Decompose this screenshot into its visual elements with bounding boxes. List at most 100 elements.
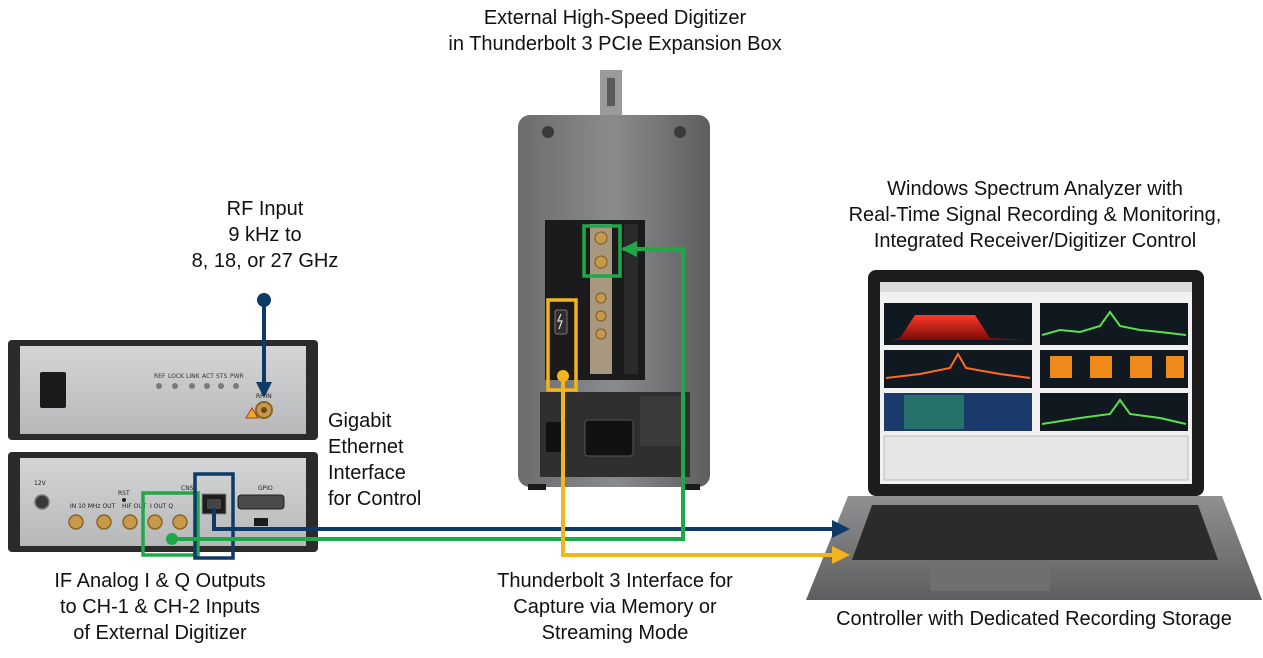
power-rocker [546,422,562,452]
pulse-2 [1090,356,1112,378]
gpio-label: GPIO [258,485,273,492]
case-screw-left [542,126,554,138]
spectrum-trace-3 [885,351,1031,379]
laptop [806,270,1262,600]
gpio-connector [237,494,285,510]
thunderbolt-icon [557,313,563,330]
led-label-lock: LOCK [168,373,185,380]
laptop-touchpad [930,565,1050,591]
ref-in-connector [68,514,84,530]
arrow-down-icon [256,382,272,398]
status-leds: REF LOCK LINK ACT STS PWR [154,373,244,389]
digitizer-ch2-connector [594,255,608,269]
ethernet-caption: Gigabit Ethernet Interface for Control [328,408,448,512]
iq-signal-line [166,241,685,545]
digitizer-trigger-connector [595,292,607,304]
arrow-right-icon [832,520,850,538]
led-sts [218,383,224,389]
ethernet-port-socket [207,499,221,509]
rf-input-caption-line-3: 8, 18, or 27 GHz [191,250,339,272]
led-lock [172,383,178,389]
ethernet-caption-line-2: Ethernet [328,436,404,458]
analyzer-caption: Windows Spectrum Analyzer with Real-Time… [815,176,1255,254]
ac-inlet [584,419,634,457]
led-pwr [233,383,239,389]
led-label-act: ACT [202,373,214,380]
receiver-front-unit: REF LOCK LINK ACT STS PWR RF IN [8,340,318,440]
rf-input-caption-line-2: 9 kHz to [228,224,302,246]
pcie-vent [624,224,638,374]
i-out-connector [147,514,163,530]
expansion-box-handle-slot [607,78,615,106]
iq-output-highlight [141,491,200,557]
arrow-right-icon [832,546,850,564]
pulse-3 [1130,356,1152,378]
q-out-connector [172,514,188,530]
foot-left [528,484,546,490]
thunderbolt-caption-line-3: Streaming Mode [541,622,689,644]
ethernet-caption-line-1: Gigabit [328,410,392,432]
digitizer-input-highlight [582,224,622,278]
power-jack [34,494,50,510]
psu-fan-vent [640,396,686,446]
controller-caption: Controller with Dedicated Recording Stor… [806,606,1262,632]
ref-out-connector [96,514,112,530]
if-outputs-caption-line-1: IF Analog I & Q Outputs [54,570,266,592]
analyzer-caption-line-1: Windows Spectrum Analyzer with [887,178,1183,200]
spectrum-plot-3 [884,350,1032,388]
ref-clock-label: IN 10 MHz OUT [70,503,116,510]
thunderbolt-caption-line-1: Thunderbolt 3 Interface for [497,570,733,592]
if-outputs-caption: IF Analog I & Q Outputs to CH-1 & CH-2 I… [20,568,300,646]
spectrum-trace-6 [1041,398,1187,425]
digitizer-ch1-connector [594,231,608,245]
warning-icon [245,407,259,419]
case-screw-right [674,126,686,138]
pulse-4 [1166,356,1184,378]
arrow-left-icon [621,241,637,257]
app-menubar [880,282,1192,292]
laptop-keyboard [852,505,1218,560]
led-link [189,383,195,389]
if-outputs-caption-line-2: to CH-1 & CH-2 Inputs [59,596,261,618]
connection-dot-icon [557,370,569,382]
pulse-1 [1050,356,1072,378]
ethernet-line [212,508,850,538]
led-label-link: LINK [186,373,201,380]
led-ref [156,383,162,389]
digitizer-caption-line-1: External High-Speed Digitizer [483,7,747,29]
console-label: CNSL [181,485,197,492]
reset-button [122,498,126,502]
digitizer-clock-in-connector [595,310,607,322]
ethernet-caption-line-4: for Control [328,488,422,510]
led-label-sts: STS [216,373,227,380]
led-act [204,383,210,389]
power-switch [40,372,66,408]
power-label: 12V [34,480,47,487]
analyzer-caption-line-2: Real-Time Signal Recording & Monitoring, [848,204,1222,226]
digitizer-caption-line-2: in Thunderbolt 3 PCIe Expansion Box [448,33,782,55]
connection-dot-icon [257,293,271,307]
spectrum-plot-6 [1040,393,1188,431]
hif-out-label: HIF OUT [122,503,147,510]
led-label-ref: REF [154,373,166,380]
controller-caption-line-1: Controller with Dedicated Recording Stor… [836,608,1232,630]
led-label-pwr: PWR [230,373,244,380]
spectrum-trace-1 [890,315,1028,340]
waterfall-band [904,395,964,429]
spectrum-trace-2 [1041,310,1187,336]
rf-input-caption-line-1: RF Input [226,198,304,220]
control-panel [883,435,1189,481]
usb-port [254,518,268,526]
ethernet-highlight [193,472,235,560]
thunderbolt-caption-line-2: Capture via Memory or [513,596,717,618]
digitizer-caption: External High-Speed Digitizer in Thunder… [400,5,830,57]
iq-out-label: I OUT Q [150,503,173,510]
rf-input-caption: RF Input 9 kHz to 8, 18, or 27 GHz [175,196,355,274]
receiver-front-panel [20,346,306,434]
hif-out-connector [122,514,138,530]
thunderbolt-line [557,370,850,564]
reset-label: RST [118,490,130,497]
rf-input-connector-pin [261,407,267,413]
analyzer-caption-line-3: Integrated Receiver/Digitizer Control [873,230,1197,252]
